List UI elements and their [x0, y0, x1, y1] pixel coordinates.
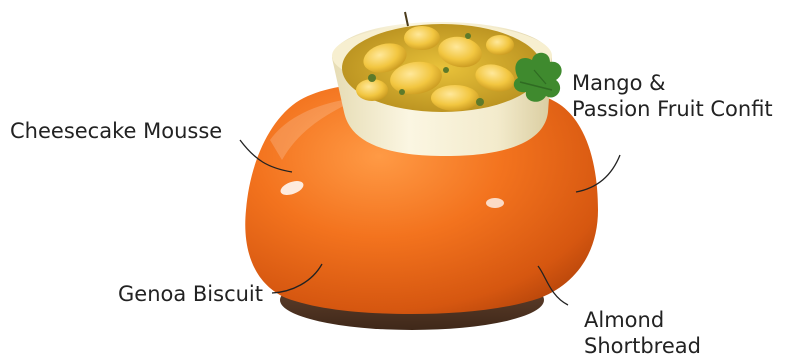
- label-cheesecake-mousse: Cheesecake Mousse: [10, 118, 222, 144]
- label-mango-line-2: Passion Fruit Confit: [572, 96, 773, 122]
- label-almond-shortbread: Almond Shortbread: [584, 307, 701, 359]
- label-mango-passion-fruit-confit: Mango & Passion Fruit Confit: [572, 70, 773, 122]
- label-genoa-text: Genoa Biscuit: [118, 281, 263, 307]
- dome-highlight-right: [486, 198, 504, 208]
- label-almond-line-1: Almond: [584, 307, 701, 333]
- label-almond-line-2: Shortbread: [584, 333, 701, 359]
- label-genoa-biscuit: Genoa Biscuit: [118, 281, 263, 307]
- label-mango-line-1: Mango &: [572, 70, 773, 96]
- label-cheesecake-text: Cheesecake Mousse: [10, 118, 222, 144]
